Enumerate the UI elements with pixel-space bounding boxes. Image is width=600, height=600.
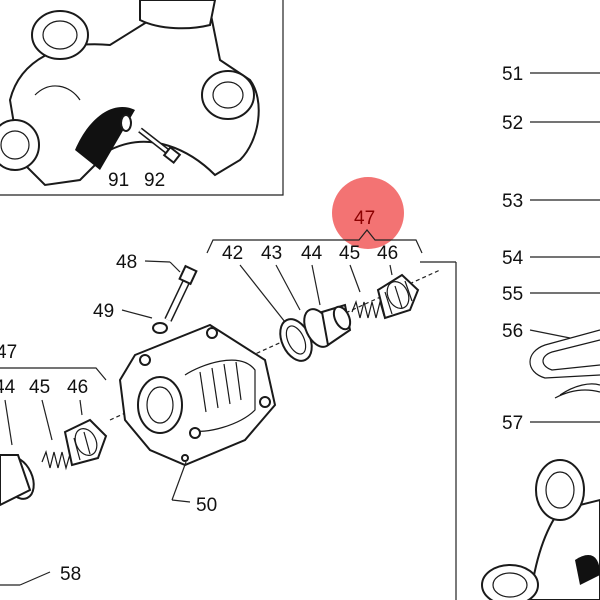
- label-44-left: 44: [0, 377, 16, 398]
- part-91-washer: [120, 114, 132, 132]
- label-55: 55: [502, 284, 523, 305]
- pump-body-inset: [0, 0, 284, 196]
- label-47-left: 47: [0, 342, 17, 363]
- label-46-left: 46: [67, 377, 88, 398]
- label-56: 56: [502, 321, 523, 342]
- label-50: 50: [196, 495, 217, 516]
- label-58: 58: [60, 564, 81, 585]
- label-45-left: 45: [29, 377, 50, 398]
- part-49-washer: [152, 322, 168, 334]
- label-54: 54: [502, 248, 524, 269]
- highlight-circle: [332, 177, 404, 249]
- part-46-cage: [376, 273, 420, 320]
- part-92-bolt: [138, 127, 182, 165]
- label-48: 48: [116, 252, 137, 273]
- label-42: 42: [222, 243, 243, 264]
- label-45: 45: [339, 243, 360, 264]
- right-labels: [529, 72, 600, 423]
- bottom-right-housing: [481, 459, 600, 600]
- label-91: 91: [108, 170, 129, 191]
- label-52: 52: [502, 113, 523, 134]
- label-47-highlighted: 47: [354, 208, 375, 229]
- label-46: 46: [377, 243, 398, 264]
- label-43: 43: [261, 243, 282, 264]
- left-spring-cage-group: [0, 418, 108, 507]
- label-57: 57: [502, 413, 523, 434]
- part-48-bolt: [164, 264, 198, 322]
- label-51: 51: [502, 64, 523, 85]
- part-56-clip: [529, 329, 600, 399]
- label-53: 53: [502, 191, 523, 212]
- part-45-spring: [351, 299, 385, 319]
- part-43-44-valve-seat: [303, 303, 352, 348]
- label-92: 92: [144, 170, 165, 191]
- label-49: 49: [93, 301, 114, 322]
- label-44: 44: [301, 243, 323, 264]
- part-50-valve-head: [118, 323, 277, 467]
